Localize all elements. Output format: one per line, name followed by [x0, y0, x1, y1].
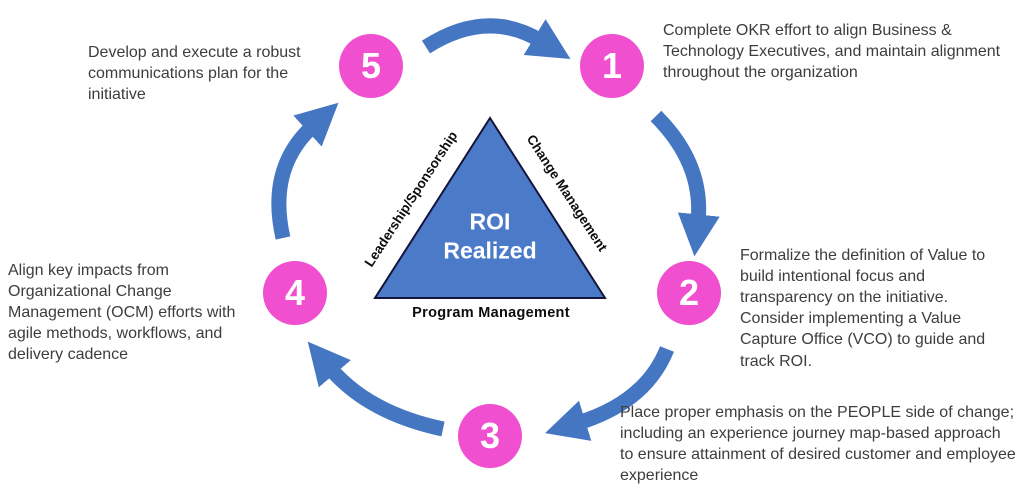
- roi-realized-line1: ROI: [469, 208, 511, 235]
- step-number-4: 4: [284, 272, 306, 313]
- step-3-note: Place proper emphasis on the PEOPLE side…: [620, 404, 1016, 485]
- triangle-label-program-management: Program Management: [412, 305, 570, 321]
- step-circle-1: 1: [580, 34, 644, 98]
- arrow-5-to-1-icon: [421, 18, 571, 59]
- arrow-2-to-3-icon: [545, 346, 674, 441]
- step-4-note: Align key impacts from Organizational Ch…: [8, 262, 236, 364]
- step-circle-3: 3: [458, 404, 522, 468]
- arrow-4-to-5-icon: [271, 102, 339, 240]
- step-circle-5: 5: [339, 34, 403, 98]
- roi-realized-label: ROI Realized: [443, 207, 536, 265]
- step-1-note: Complete OKR effort to align Business & …: [663, 22, 1001, 82]
- step-number-5: 5: [360, 45, 382, 86]
- arrow-3-to-4-icon: [307, 341, 445, 437]
- step-number-1: 1: [601, 45, 623, 86]
- roi-realized-line2: Realized: [443, 237, 537, 263]
- roi-triangle: [373, 116, 607, 299]
- step-number-3: 3: [479, 415, 501, 456]
- step-2-note: Formalize the definition of Value to bui…: [740, 247, 986, 370]
- arrow-1-to-2-icon: [650, 110, 720, 257]
- step-circle-4: 4: [263, 261, 327, 325]
- step-5-note: Develop and execute a robust communicati…: [88, 44, 301, 104]
- step-number-2: 2: [678, 272, 700, 313]
- step-circle-2: 2: [657, 261, 721, 325]
